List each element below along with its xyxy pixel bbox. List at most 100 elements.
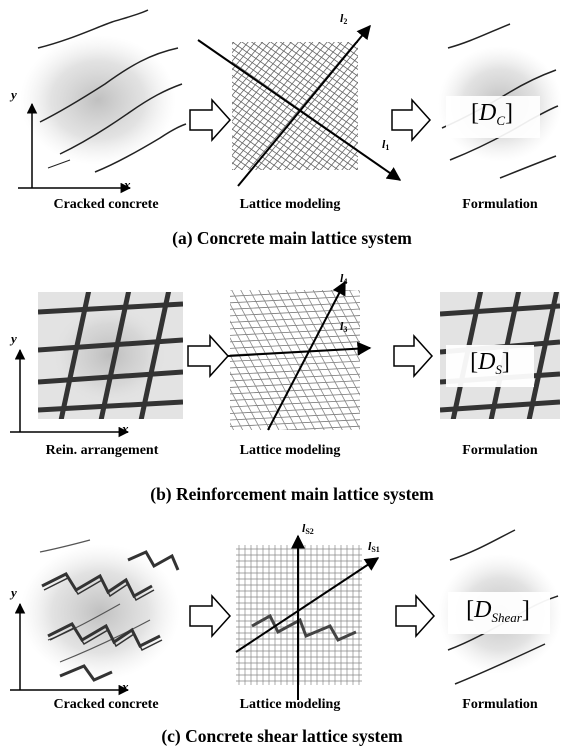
block-arrow-a-1: [189, 98, 232, 142]
lattice-hatch-line: [232, 42, 314, 139]
lattice-hatch-line: [279, 42, 358, 97]
lattice-hatch-line: [232, 42, 249, 62]
lattice-hatch-line: [230, 315, 360, 323]
lattice-hatch-line: [230, 405, 244, 430]
lattice-hatch-line: [232, 42, 256, 71]
lattice-axis-label-a-1: l2: [340, 11, 348, 26]
lattice-hatch-line: [179, 430, 419, 443]
lattice-hatch-line: [279, 0, 476, 58]
lattice-hatch-line: [230, 393, 360, 401]
lattice-hatch-line: [321, 290, 360, 362]
y-axis-label-b: y: [11, 331, 17, 346]
lattice-hatch-line: [232, 68, 358, 158]
caption-a: (a) Concrete main lattice system: [172, 228, 412, 248]
right-label-a: Formulation: [462, 197, 538, 212]
lattice-hatch-line: [232, 42, 335, 165]
lattice-hatch-line: [266, 0, 463, 76]
lattice-hatch-line: [230, 371, 262, 430]
x-axis-label-c: x: [122, 679, 129, 694]
lattice-hatch-line: [270, 42, 358, 104]
lattice-hatch-line: [233, 42, 343, 170]
panel-a: [18, 0, 562, 194]
stiffness-matrix-c: [DShear]: [466, 597, 530, 625]
lattice-hatch-line: [269, 64, 358, 170]
lattice-hatch-line: [232, 42, 264, 80]
lattice-hatch-line: [285, 290, 360, 430]
lattice-hatch-line: [298, 42, 358, 84]
lattice-hatch-line: [294, 290, 360, 413]
lattice-hatch-line: [334, 141, 358, 170]
lattice-hatch-line: [230, 328, 360, 336]
lattice-hatch-line: [230, 419, 360, 427]
right-label-c: Formulation: [462, 697, 538, 712]
matrix-box-b: [446, 345, 534, 387]
lattice-hatch-line: [250, 42, 358, 118]
lattice-hatch-line: [312, 290, 360, 379]
lattice-hatch-line: [230, 380, 360, 388]
lattice-hatch-line: [276, 73, 358, 170]
lattice-axis-label-a-2: l1: [382, 137, 390, 152]
lattice-hatch-line: [298, 98, 358, 170]
lattice-hatch-line: [171, 274, 411, 287]
lattice-hatch-line: [330, 290, 360, 345]
matrix-box-c: [448, 592, 550, 634]
lattice-hatch-line: [232, 42, 307, 131]
panel-c: [10, 529, 562, 700]
lattice-hatch-line: [230, 303, 298, 430]
lattice-hatch-line: [269, 0, 466, 71]
lattice-hatch-line: [326, 132, 358, 170]
lattice-hatch-line: [230, 320, 289, 430]
lattice-axis-line-c-2: [235, 557, 380, 653]
lattice-hatch-line: [230, 295, 360, 304]
lattice-hatch-line: [230, 341, 360, 349]
lattice-hatch-line: [240, 290, 316, 430]
left-label-c: Cracked concrete: [53, 697, 159, 712]
lattice-hatch-line: [341, 150, 358, 170]
lattice-hatch-line: [230, 302, 360, 310]
lattice-hatch-line: [230, 354, 271, 430]
matrix-box-a: [446, 96, 540, 138]
lattice-hatch-line: [289, 42, 358, 91]
lattice-hatch-line: [232, 101, 330, 170]
lattice-hatch-line: [230, 308, 360, 317]
lattice-axis-line-b-2: [227, 341, 372, 357]
right-label-b: Formulation: [462, 443, 538, 458]
lattice-hatch-line: [232, 42, 285, 105]
lattice-hatch-line: [230, 388, 253, 430]
left-label-a: Cracked concrete: [53, 197, 159, 212]
y-axis-label-a: y: [11, 87, 17, 102]
lattice-hatch-line: [303, 290, 360, 396]
lattice-grid-a: [232, 0, 476, 170]
lattice-hatch-line: [339, 290, 360, 328]
concrete-shading-a-left: [20, 35, 176, 165]
lattice-hatch-line: [232, 42, 358, 131]
left-label-b: Rein. arrangement: [45, 443, 159, 458]
lattice-hatch-line: [232, 42, 278, 97]
x-axis-label-b: x: [122, 421, 129, 436]
lattice-hatch-line: [230, 290, 359, 297]
lattice-hatch-line: [230, 360, 360, 369]
lattice-hatch-line: [327, 42, 358, 64]
lattice-hatch-line: [230, 337, 280, 430]
lattice-hatch-line: [232, 121, 301, 170]
lattice-hatch-line: [232, 128, 292, 170]
shear-zigzags-c-left: [41, 550, 180, 682]
lattice-axis-line-b-1: [267, 280, 346, 431]
lattice-hatch-line: [232, 94, 340, 170]
lattice-hatch-line: [319, 124, 358, 170]
lattice-hatch-line: [230, 321, 360, 330]
lattice-hatch-line: [260, 0, 457, 85]
stiffness-matrix-a: [DC]: [470, 100, 514, 128]
lattice-hatch-line: [232, 47, 358, 138]
lattice-axis-label-c-2: lS1: [368, 539, 380, 554]
lattice-axis-label-b-1: l4: [340, 271, 348, 286]
lattice-hatch-line: [260, 42, 358, 111]
lattice-hatch-line: [232, 148, 263, 170]
lattice-hatch-line: [283, 81, 358, 170]
lattice-axis-line-a-1: [237, 24, 371, 187]
lattice-hatch-line: [232, 42, 328, 157]
middle-label-a: Lattice modeling: [239, 197, 341, 212]
lattice-hatch-line: [232, 42, 271, 88]
